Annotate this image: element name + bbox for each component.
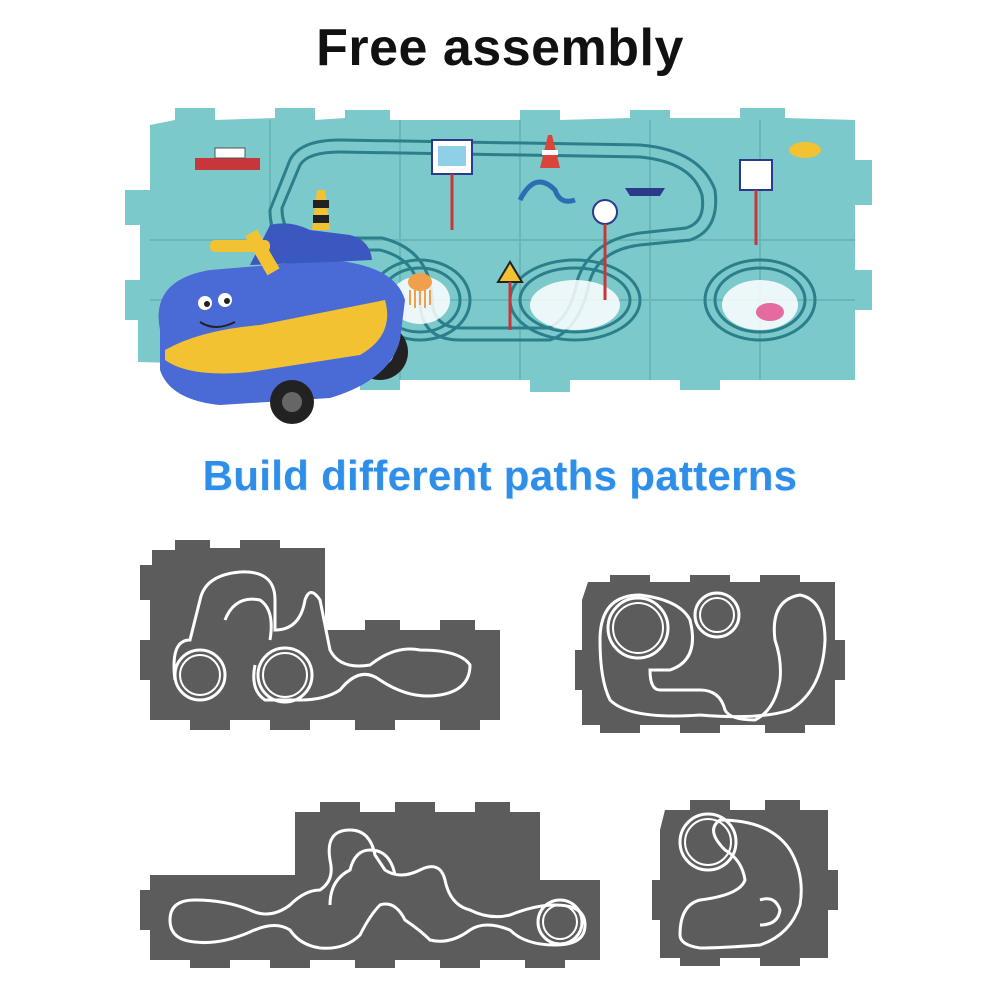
sign-sandy-beach: [431, 139, 473, 230]
boat-toy-car: [158, 223, 408, 424]
wave-icon: [517, 179, 576, 204]
lighthouse-icon: [312, 190, 330, 230]
crab-icon: [756, 303, 784, 321]
submarine-icon: [789, 142, 821, 158]
buoy-icon: [540, 135, 560, 168]
diving-mask-sign: [592, 199, 618, 300]
warning-sign-icon: [496, 260, 524, 330]
ship-icon: [195, 147, 260, 170]
speedboat-icon: [625, 188, 665, 196]
jellyfish-icon: [408, 273, 432, 308]
page-subtitle: Build different paths patterns: [202, 452, 798, 499]
pattern-top-left: [140, 540, 500, 730]
page-title: Free assembly: [316, 19, 684, 77]
pattern-top-right: [575, 575, 845, 733]
pattern-bottom-right: [652, 800, 838, 966]
sign-ice-cream: [739, 159, 773, 245]
pattern-bottom-left: [140, 802, 600, 968]
